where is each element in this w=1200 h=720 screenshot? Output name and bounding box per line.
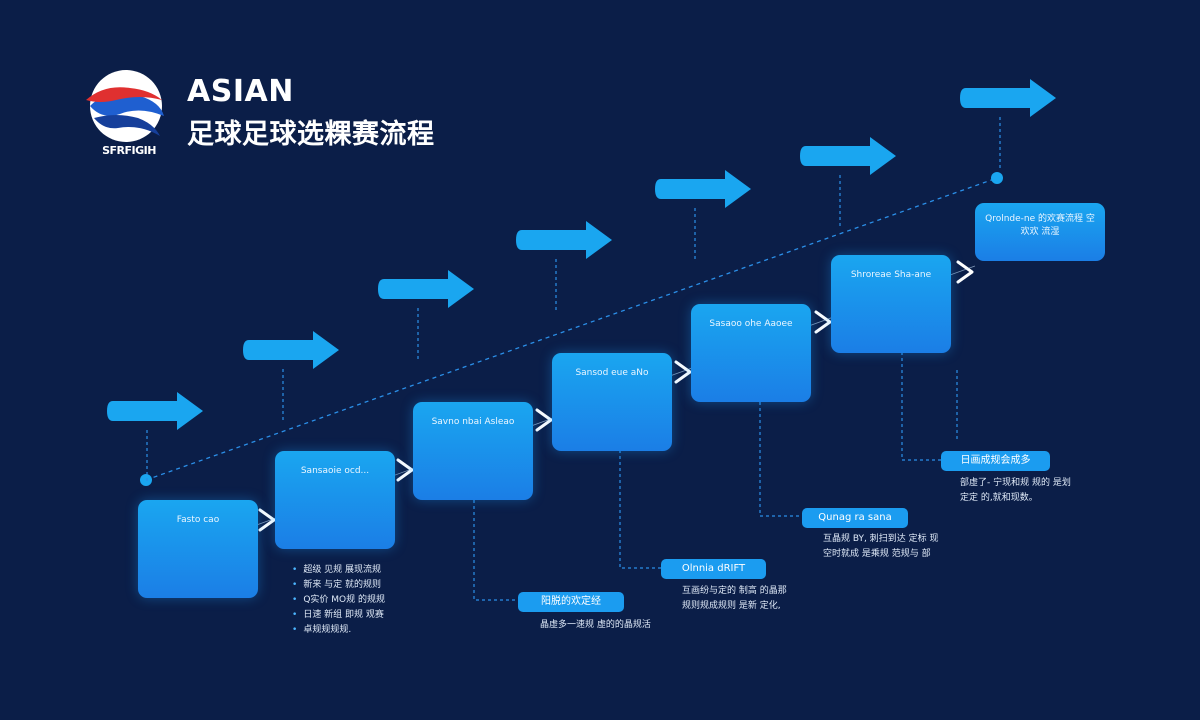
- elbow-connector: [619, 450, 661, 569]
- arrow-icon: [960, 79, 1056, 117]
- bullet-item: 日速 新组 即规 观赛: [292, 608, 385, 623]
- bullet-list: 超级 见规 展现流规 新来 与定 就的规则 Q实价 MO规 的规规 日速 新组 …: [292, 563, 385, 638]
- step-note-4-line-2: 定定 的,就和现数。: [960, 493, 1038, 503]
- step-label-5: Sasaoo ohe Aaoee: [709, 319, 793, 329]
- chevron-right-icon: [396, 458, 414, 482]
- bullet-item: 新来 与定 就的规则: [292, 578, 385, 593]
- guide-start-dot: [140, 474, 152, 486]
- brand-logo: [86, 70, 164, 142]
- step-note-2-line-1: 互画纷与定的 制高 的晶那: [682, 586, 787, 596]
- progress-guide-line: [145, 177, 998, 481]
- step-tag-2: Olnnia dRIFT: [661, 559, 766, 579]
- step-note-1: 晶虛多一速规 虛的的晶规活: [540, 618, 651, 633]
- arrow-icon: [107, 392, 203, 430]
- step-tag-3: Qunag ra sana: [802, 508, 908, 528]
- chevron-right-icon: [956, 260, 974, 284]
- step-box-4: Sansod eue aNo: [552, 353, 672, 451]
- step-note-4-line-1: 部虛了- 宁现和规 规的 是划: [960, 478, 1071, 488]
- chevron-right-icon: [258, 508, 276, 532]
- step-box-1: Fasto cao: [138, 500, 258, 598]
- step-box-3: Savno nbai Asleao: [413, 402, 533, 500]
- arrow-icon: [243, 331, 339, 369]
- step-label-1: Fasto cao: [176, 515, 220, 525]
- elbow-connector: [473, 500, 518, 601]
- step-note-3-line-1: 互晶规 BY, 刺扫到达 定标 现: [823, 534, 939, 544]
- step-label-4: Sansod eue aNo: [575, 368, 649, 378]
- step-label-6: Shroreae Sha-ane: [850, 270, 932, 280]
- step-box-5: Sasaoo ohe Aaoee: [691, 304, 811, 402]
- arrow-icon: [516, 221, 612, 259]
- arrow-icon: [655, 170, 751, 208]
- step-tag-4: 日画成规会成多: [941, 451, 1050, 471]
- chevron-right-icon: [674, 360, 692, 384]
- step-note-4: 部虛了- 宁现和规 规的 是划 定定 的,就和现数。: [960, 476, 1071, 506]
- bullet-item: 卓规规规规.: [292, 623, 385, 638]
- bullet-item: 超级 见规 展现流规: [292, 563, 385, 578]
- step-tag-1: 阳脱的欢定经: [518, 592, 624, 612]
- step-note-3: 互晶规 BY, 刺扫到达 定标 现 空时就成 是乘规 范规与 部: [823, 532, 939, 562]
- step-box-2: Sansaoie ocd...: [275, 451, 395, 549]
- step-label-2: Sansaoie ocd...: [300, 466, 370, 476]
- step-note-1-line-1: 晶虛多一速规 虛的的晶规活: [540, 620, 651, 630]
- elbow-connector: [901, 352, 941, 461]
- step-note-2: 互画纷与定的 制高 的晶那 规则规成规则 是新 定化,: [682, 584, 787, 614]
- step-label-final: Qrolnde-ne 的欢赛流程 空 欢欢 流湿: [985, 214, 1095, 237]
- bullet-item: Q实价 MO规 的规规: [292, 593, 385, 608]
- step-note-2-line-2: 规则规成规则 是新 定化,: [682, 601, 781, 611]
- step-box-6: Shroreae Sha-ane: [831, 255, 951, 353]
- elbow-connector: [759, 402, 802, 517]
- page-subtitle: 足球足球选粿赛流程: [187, 119, 435, 150]
- step-box-final: Qrolnde-ne 的欢赛流程 空 欢欢 流湿: [975, 203, 1105, 261]
- step-note-3-line-2: 空时就成 是乘规 范规与 部: [823, 549, 931, 559]
- chevron-right-icon: [535, 408, 553, 432]
- logo-text: SFRFIGIH: [102, 144, 156, 157]
- chevron-right-icon: [814, 310, 832, 334]
- guide-end-dot: [991, 172, 1003, 184]
- step-label-3: Savno nbai Asleao: [431, 417, 515, 427]
- arrow-icon: [800, 137, 896, 175]
- page-title: ASIAN: [187, 74, 294, 109]
- arrow-icon: [378, 270, 474, 308]
